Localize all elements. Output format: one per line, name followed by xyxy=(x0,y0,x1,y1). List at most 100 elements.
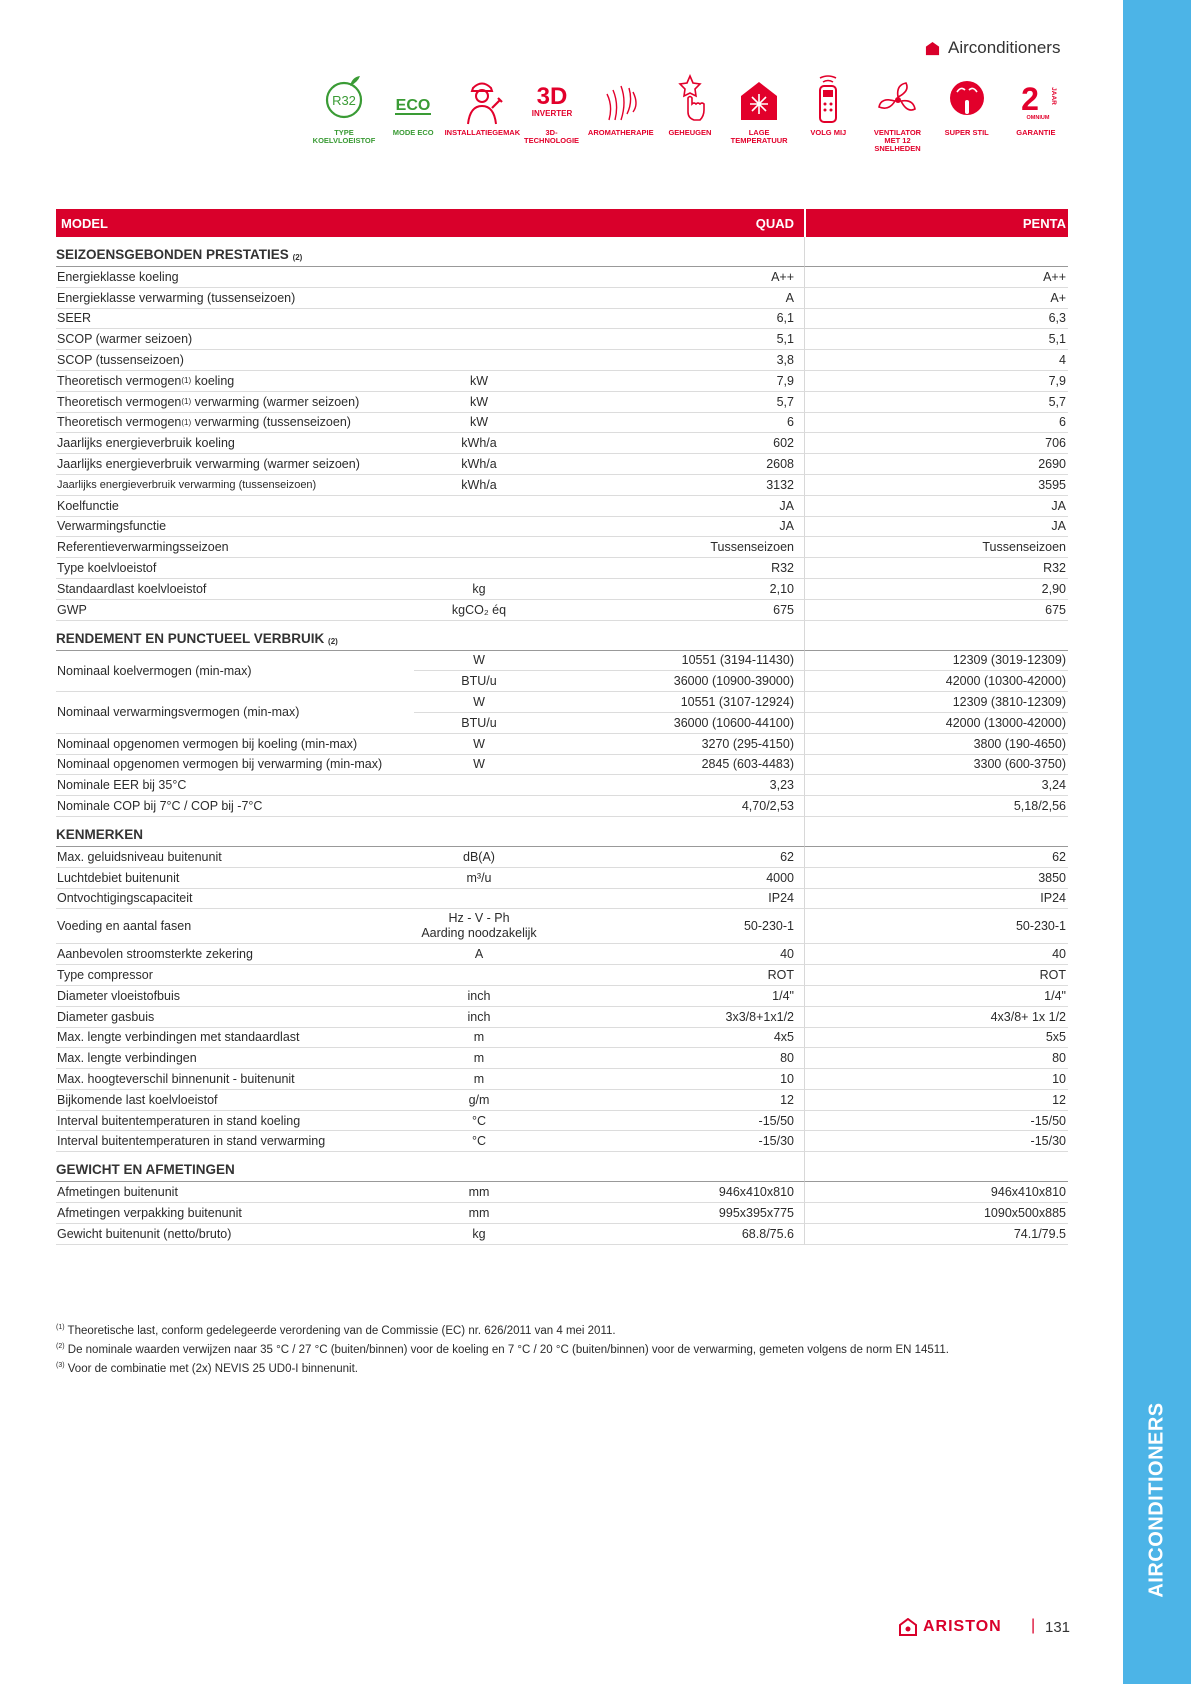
row-penta: 12309 (3810-12309) xyxy=(804,692,1068,713)
row-penta: 10 xyxy=(804,1069,1068,1090)
row-quad: 62 xyxy=(544,847,804,868)
footnote-mark: (1) xyxy=(181,397,192,407)
row-penta: 2,90 xyxy=(804,578,1068,600)
row-label-text: Nominaal opgenomen vermogen bij verwarmi… xyxy=(57,757,383,772)
feature-label: 3D-TECHNOLOGIE xyxy=(524,128,580,145)
row-label: Standaardlast koelvloeistof xyxy=(56,579,414,600)
header-penta: PENTA xyxy=(804,209,1068,237)
row-label: Diameter gasbuis xyxy=(56,1007,414,1028)
row-label: Nominale COP bij 7°C / COP bij -7°C xyxy=(56,796,414,817)
aroma-icon xyxy=(606,85,637,121)
row-unit: BTU/u xyxy=(414,713,544,734)
row-label-text: Referentieverwarmingsseizoen xyxy=(57,540,229,555)
row-penta: R32 xyxy=(804,558,1068,579)
header-quad: QUAD xyxy=(755,215,794,231)
row-penta: 6 xyxy=(804,412,1068,434)
row-penta: 62 xyxy=(804,846,1068,868)
row-penta: 6,3 xyxy=(804,308,1068,330)
feature-memory: GEHEUGEN xyxy=(658,74,722,158)
footnote: (3) Voor de combinatie met (2x) NEVIS 25… xyxy=(56,1358,949,1377)
row-label-text: Type koelvloeistof xyxy=(57,561,157,576)
row-unit: W xyxy=(414,734,544,755)
row-penta: 3595 xyxy=(804,474,1068,496)
row-label: Aanbevolen stroomsterkte zekering xyxy=(56,944,414,966)
row-quad: 2,10 xyxy=(544,579,804,600)
row-label: Nominaal koelvermogen (min-max) xyxy=(56,651,414,693)
memory-star-icon xyxy=(678,74,705,121)
table-row: Nominaal koelvermogen (min-max) W 10551 … xyxy=(56,650,1068,693)
row-quad: A xyxy=(544,288,804,309)
section-title-text: RENDEMENT EN PUNCTUEEL VERBRUIK xyxy=(56,630,325,646)
row-unit: m xyxy=(414,1048,544,1070)
row-unit: inch xyxy=(414,986,544,1007)
row-quad: 2608 xyxy=(544,454,804,475)
warranty-omnium: OMNIUM xyxy=(1026,115,1049,121)
row-penta: 1/4" xyxy=(804,985,1068,1007)
row-penta: 42000 (13000-42000) xyxy=(804,712,1068,734)
row-quad: 10 xyxy=(544,1069,804,1090)
row-label: Max. lengte verbindingen xyxy=(56,1048,414,1070)
row-label-text: Jaarlijks energieverbruik verwarming (wa… xyxy=(57,457,360,472)
row-label-text: Afmetingen verpakking buitenunit xyxy=(57,1205,242,1220)
row-penta: JA xyxy=(804,495,1068,517)
3d-text: 3D xyxy=(536,83,567,110)
row-penta: 1090x500x885 xyxy=(804,1203,1068,1224)
row-label: Diameter vloeistofbuis xyxy=(56,986,414,1007)
row-quad: 6 xyxy=(544,413,804,434)
row-label: GWP xyxy=(56,600,414,621)
r32-leaf-icon: R32 xyxy=(325,76,363,119)
row-penta: 80 xyxy=(804,1048,1068,1070)
table-header: MODEL QUAD PENTA xyxy=(56,209,1068,237)
row-unit: Hz - V - Ph Aarding noodzakelijk xyxy=(414,909,544,945)
row-penta: IP24 xyxy=(804,888,1068,910)
row-quad: 5,1 xyxy=(544,329,804,351)
row-penta: 946x410x810 xyxy=(804,1182,1068,1204)
row-unit: kWh/a xyxy=(414,475,544,496)
low-temp-house-icon xyxy=(741,82,778,120)
row-quad: 68.8/75.6 xyxy=(544,1224,804,1245)
footnote-text: Theoretische last, conform gedelegeerde … xyxy=(64,1324,616,1337)
row-label-text: Interval buitentemperaturen in stand ver… xyxy=(57,1134,326,1149)
row-penta: 2690 xyxy=(804,454,1068,475)
row-label: Jaarlijks energieverbruik koeling xyxy=(56,433,414,455)
row-unit: g/m xyxy=(414,1090,544,1111)
row-quad: 4x5 xyxy=(544,1028,804,1049)
footnote-mark: (2) xyxy=(56,1342,65,1350)
row-penta: 5x5 xyxy=(804,1027,1068,1049)
row-penta: 74.1/79.5 xyxy=(804,1223,1068,1245)
row-label-text: Max. lengte verbindingen met standaardla… xyxy=(57,1030,300,1045)
row-penta: 3,24 xyxy=(804,775,1068,797)
row-quad: 1/4" xyxy=(544,986,804,1007)
feature-label: GEHEUGEN xyxy=(668,128,712,137)
table-row: Interval buitentemperaturen in stand koe… xyxy=(56,1110,1068,1132)
row-penta: 3300 (600-3750) xyxy=(804,754,1068,776)
row-quad: 946x410x810 xyxy=(544,1182,804,1204)
footnote: (2) De nominale waarden verwijzen naar 3… xyxy=(56,1339,949,1358)
row-label: Max. hoogteverschil binnenunit - buitenu… xyxy=(56,1069,414,1090)
row-unit-line2: Aarding noodzakelijk xyxy=(421,926,537,941)
row-penta: 50-230-1 xyxy=(804,909,1068,945)
feature-label: MODE ECO xyxy=(392,128,434,137)
row-label-text: Luchtdebiet buitenunit xyxy=(57,870,180,885)
section-tag: Airconditioners xyxy=(925,38,1060,58)
row-quad: 5,7 xyxy=(544,392,804,413)
row-unit xyxy=(414,796,544,817)
house-icon xyxy=(925,41,940,55)
row-label-text: Bijkomende last koelvloeistof xyxy=(57,1092,218,1107)
row-label-text: Energieklasse koeling xyxy=(57,269,179,284)
feature-label: GARANTIE xyxy=(1016,128,1056,137)
row-quad: 80 xyxy=(544,1048,804,1070)
header-model: MODEL xyxy=(61,215,108,231)
remote-follow-icon xyxy=(819,75,838,123)
table-row: Nominaal opgenomen vermogen bij koeling … xyxy=(56,733,1068,755)
row-penta: -15/50 xyxy=(804,1110,1068,1132)
row-quad: A++ xyxy=(544,267,804,288)
row-quad: 3132 xyxy=(544,475,804,496)
row-label: Type compressor xyxy=(56,965,414,986)
